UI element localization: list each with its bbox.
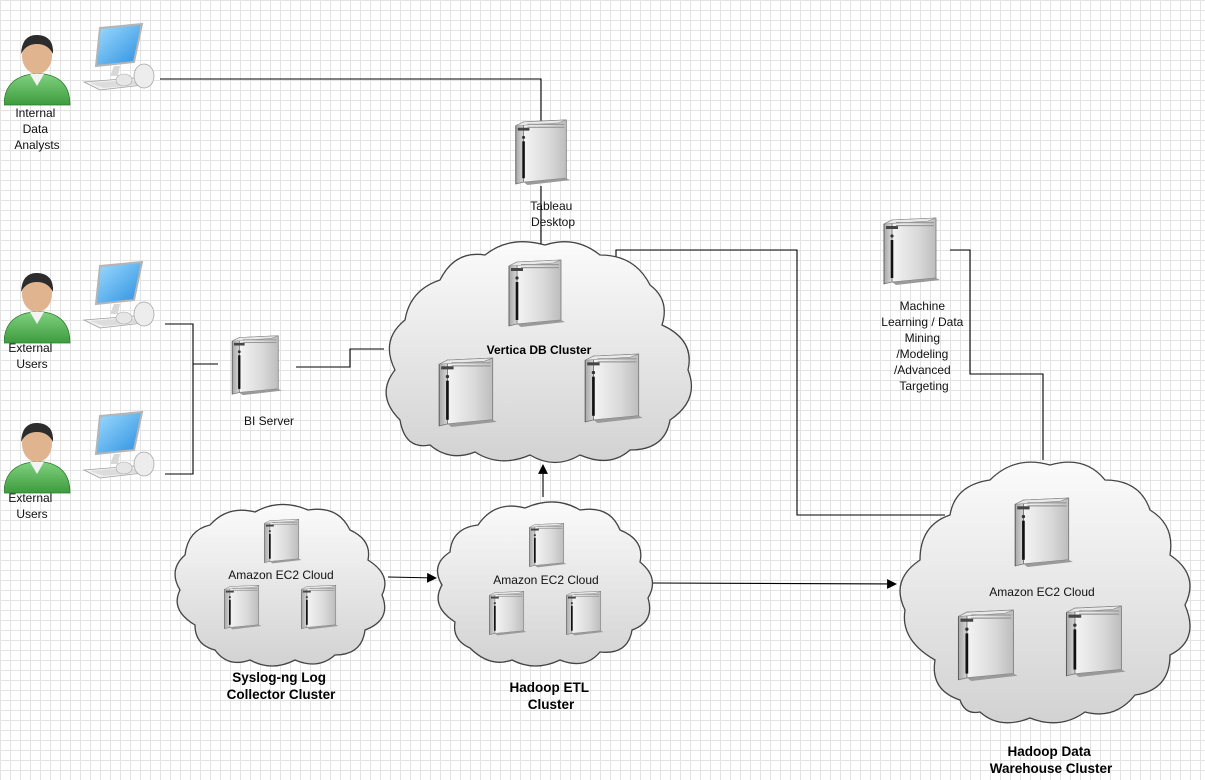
internal-analysts-label: Internal Data Analysts: [14, 106, 59, 152]
vertica-server-icon: [508, 259, 566, 328]
etl-server-icon: [566, 590, 604, 636]
syslog-ec2-label: Amazon EC2 Cloud: [228, 568, 333, 582]
vertica-server-icon: [438, 357, 498, 428]
warehouse-cluster-title: Hadoop Data Warehouse Cluster: [990, 744, 1113, 776]
etl-ec2-label: Amazon EC2 Cloud: [493, 573, 598, 587]
etl-server-icon: [529, 522, 567, 568]
syslog-server-icon: [301, 584, 339, 630]
tableau-server-icon: [515, 119, 571, 186]
syslog-server-icon: [264, 518, 302, 564]
line-analysts-to-tableau: [160, 78, 542, 122]
warehouse-server-icon: [957, 609, 1019, 682]
vertica-label: Vertica DB Cluster: [487, 343, 592, 357]
arrow-etl-to-warehouse: [651, 579, 897, 589]
etl-server-icon: [489, 590, 527, 636]
vertica-server-icon: [584, 353, 644, 424]
etl-cluster-title: Hadoop ETL Cluster: [509, 680, 592, 712]
external-users-label-2: External Users: [8, 491, 55, 521]
line-vertica-to-warehouse: [615, 249, 945, 516]
workstation-internal-analysts: [4, 23, 155, 106]
warehouse-ec2-label: Amazon EC2 Cloud: [989, 585, 1094, 599]
external-users-label-1: External Users: [8, 341, 55, 371]
line-users1-to-bi: [165, 323, 194, 475]
syslog-cluster-title: Syslog-ng Log Collector Cluster: [227, 670, 337, 702]
workstation-external-users-1: [4, 261, 155, 344]
line-bi-to-vertica: [296, 348, 384, 368]
syslog-server-icon: [224, 584, 262, 630]
warehouse-server-icon: [1014, 497, 1074, 568]
bi-server-icon: [231, 335, 283, 396]
bi-server-label: BI Server: [244, 414, 294, 428]
arrow-syslog-to-etl: [387, 572, 437, 583]
tableau-label: Tableau Desktop: [530, 199, 575, 229]
line-ml-to-warehouse: [950, 249, 1044, 460]
ml-label: Machine Learning / Data Mining /Modeling…: [881, 299, 966, 393]
ml-server-icon: [883, 217, 941, 286]
warehouse-server-icon: [1065, 605, 1127, 678]
workstation-external-users-2: [4, 411, 155, 494]
